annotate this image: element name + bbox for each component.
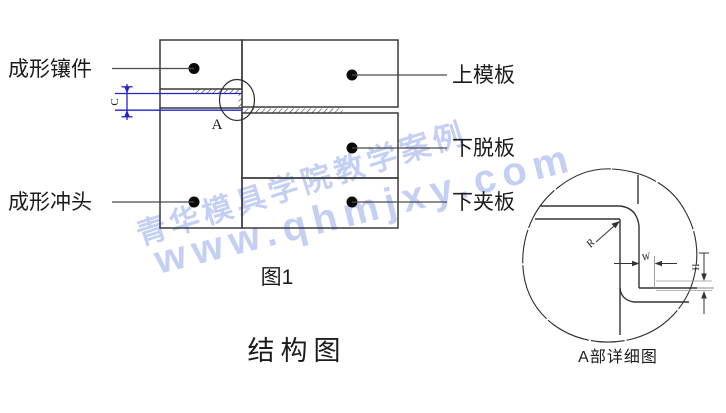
height-arrow-up	[701, 291, 707, 299]
height-dimension	[656, 252, 712, 314]
detail-caption: A部详细图	[578, 348, 658, 366]
width-arrow-left	[654, 260, 662, 267]
main-view	[159, 39, 399, 229]
label-clamp-plate: 下夹板	[452, 191, 515, 214]
lower-fillet-curve	[619, 287, 635, 303]
upper-plate-block	[241, 39, 399, 108]
clamp-plate-block	[241, 177, 399, 229]
detail-view: R W H A部详细图	[522, 168, 714, 366]
radius-label: R	[583, 237, 597, 251]
height-label: H	[691, 263, 701, 270]
radius-callout-line	[595, 223, 618, 243]
dim-arrow-up	[124, 110, 130, 117]
stripper-plate-block	[241, 112, 399, 179]
figure-caption: 图1	[261, 266, 294, 289]
label-stripper-plate: 下脱板	[452, 137, 515, 160]
detail-marker-label: A	[212, 117, 223, 133]
label-upper-plate: 上模板	[452, 64, 515, 87]
label-insert: 成形镶件	[8, 58, 92, 81]
sheet-hatch-right	[243, 108, 343, 114]
detail-marker-circle	[218, 78, 256, 122]
detail-boundary-circle	[522, 168, 698, 343]
structure-title: 结构图	[248, 336, 347, 366]
leader-lines	[112, 67, 447, 203]
sheet-hatch-left	[193, 89, 243, 94]
width-arrow-right	[632, 260, 640, 267]
fillet-curve	[619, 205, 640, 288]
width-dimension	[614, 256, 677, 289]
width-label: W	[641, 251, 654, 264]
label-punch: 成形冲头	[8, 191, 92, 214]
leader-dots	[188, 63, 358, 208]
radius-callout-arrow	[611, 221, 620, 229]
radius-callout	[595, 221, 620, 243]
dim-arrow-down	[124, 86, 130, 94]
punch-block	[159, 107, 243, 229]
dim-label-c: C	[109, 98, 121, 105]
height-arrow-down	[701, 273, 707, 281]
sheet-hatch-step	[238, 93, 243, 109]
